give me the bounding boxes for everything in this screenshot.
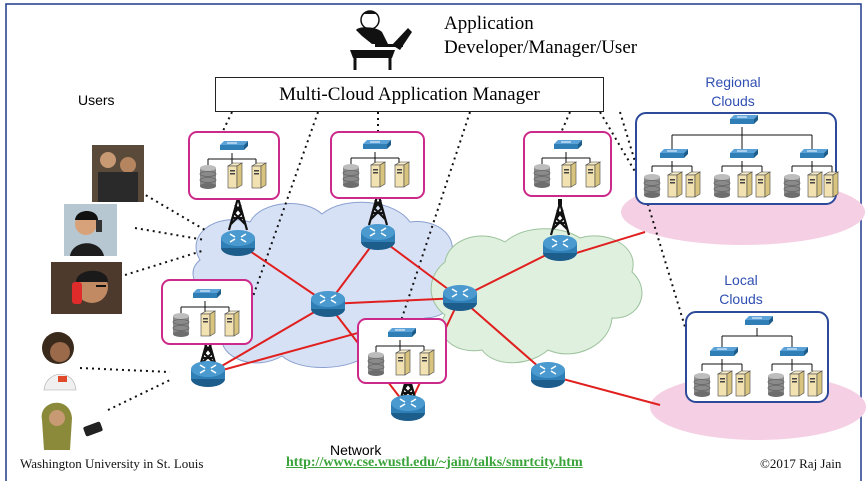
- local-cloud-datacenter: [685, 311, 829, 403]
- users-label: Users: [78, 92, 115, 108]
- network-label: Network: [330, 442, 382, 458]
- manager-label: Multi-Cloud Application Manager: [279, 83, 540, 105]
- router-icon: [542, 234, 578, 262]
- slide-frame: [5, 3, 862, 481]
- router-icon: [530, 361, 566, 389]
- app-caption-line1: Application: [444, 13, 534, 34]
- edge-datacenter-2: [330, 131, 425, 199]
- footer-institution: Washington University in St. Louis: [20, 456, 204, 471]
- regional-clouds-label: Regional Clouds: [688, 73, 778, 111]
- developer-icon: [350, 10, 412, 70]
- router-icon: [390, 394, 426, 422]
- edge-datacenter-3: [523, 131, 612, 197]
- user-photo-phone-caller: [51, 262, 122, 314]
- router-icon: [442, 284, 478, 312]
- edge-datacenter-1: [188, 131, 280, 200]
- user-photo-group: [92, 145, 144, 202]
- regional-cloud-datacenter: [635, 112, 839, 205]
- edge-datacenter-5: [357, 318, 447, 384]
- router-icon: [190, 360, 226, 388]
- management-links: [221, 111, 693, 351]
- local-label-line2: Clouds: [719, 291, 763, 307]
- app-caption-line2: Developer/Manager/User: [444, 37, 638, 58]
- footer-copyright: ©2017 Raj Jain: [760, 456, 842, 471]
- router-icon: [220, 229, 256, 257]
- user-photo-woman-phone: [42, 332, 77, 391]
- router-icon: [360, 223, 396, 251]
- user-links: [79, 179, 206, 411]
- local-label-line1: Local: [724, 272, 758, 288]
- user-photo-businessman: [64, 204, 117, 256]
- user-photo-woman-hijab: [41, 402, 103, 450]
- app-developer-caption: Application Developer/Manager/User: [444, 12, 637, 60]
- edge-datacenter-4: [161, 279, 253, 345]
- regional-label-line2: Clouds: [711, 93, 755, 109]
- router-icon: [310, 290, 346, 318]
- footer-url-link[interactable]: http://www.cse.wustl.edu/~jain/talks/smr…: [286, 455, 583, 470]
- multi-cloud-manager-box: Multi-Cloud Application Manager: [215, 77, 604, 112]
- local-clouds-label: Local Clouds: [701, 271, 781, 309]
- regional-label-line1: Regional: [705, 74, 761, 90]
